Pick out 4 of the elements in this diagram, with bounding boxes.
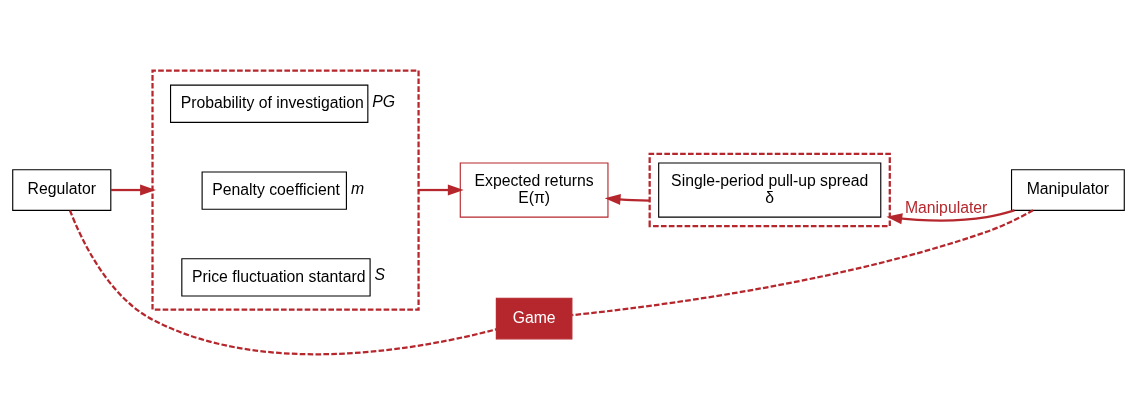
node-label: PG <box>372 92 396 110</box>
node-label: S <box>374 265 386 283</box>
node-label: m <box>350 179 365 197</box>
edge-label: Manipulater <box>904 198 988 216</box>
